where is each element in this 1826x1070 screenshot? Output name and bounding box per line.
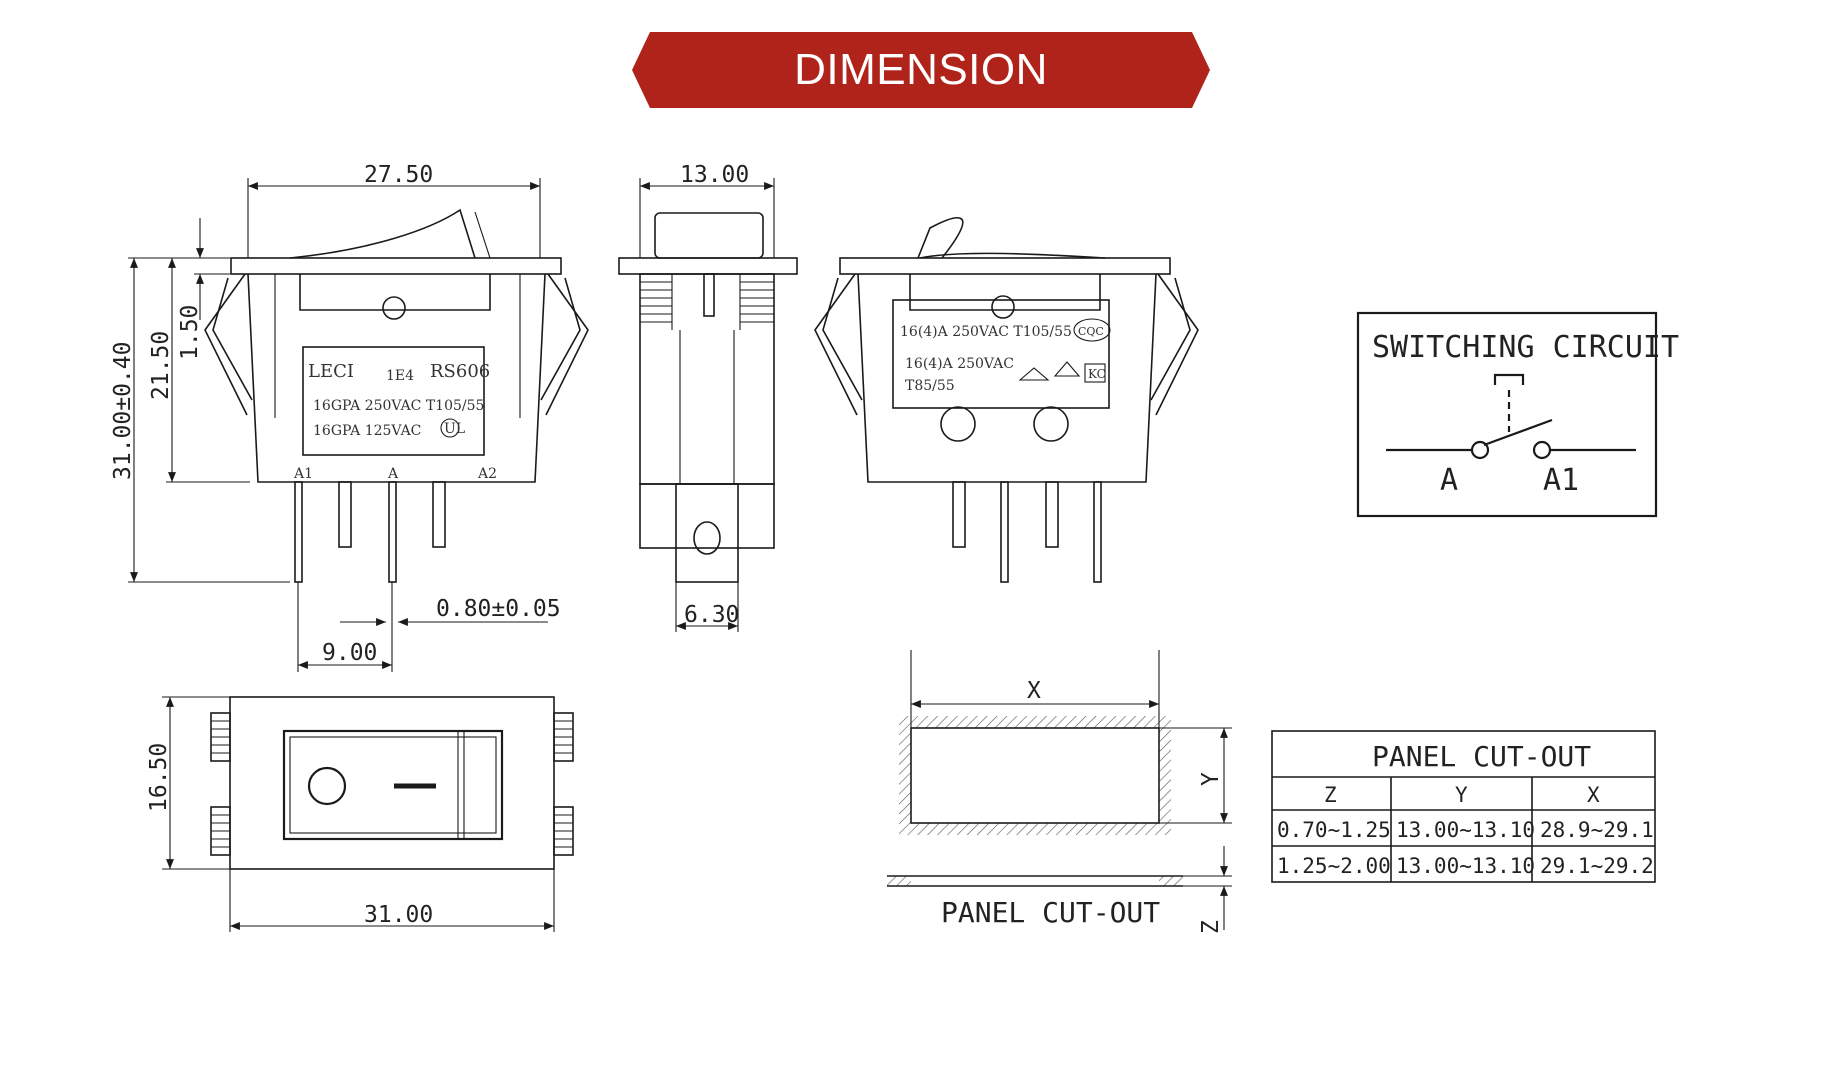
dim-pin-thickness: 0.80±0.05 — [436, 596, 561, 622]
cutout-x-label: X — [1027, 678, 1041, 704]
svg-text:UL: UL — [444, 421, 465, 437]
back-rating2: 16(4)A 250VAC — [905, 356, 1014, 372]
banner-title: DIMENSION — [794, 45, 1048, 94]
dim-front-width: 27.50 — [364, 162, 433, 188]
pin-label-a1: A1 — [293, 466, 313, 482]
circuit-terminal-a: A — [1440, 463, 1458, 498]
cutout-caption: PANEL CUT-OUT — [941, 896, 1160, 929]
dim-front-height: 31.00±0.40 — [110, 342, 136, 480]
table-cell: 1.25~2.00 — [1277, 854, 1391, 878]
circuit-title: SWITCHING CIRCUIT — [1372, 330, 1679, 365]
dim-side-pin-width: 6.30 — [684, 602, 739, 628]
front-label-code: 1E4 — [386, 368, 414, 384]
off-symbol-icon — [307, 766, 347, 806]
svg-text:CQC: CQC — [1078, 325, 1104, 338]
front-label-rating1: 16GPA 250VAC T105/55 — [313, 398, 484, 414]
cutout-table: PANEL CUT-OUT Z Y X 0.70~1.25 13.00~13.1… — [1271, 730, 1656, 883]
pin-label-a: A — [387, 466, 399, 482]
back-rating3: T85/55 — [905, 378, 955, 394]
table-cell: 28.9~29.1 — [1540, 818, 1654, 842]
table-header-x: X — [1587, 783, 1600, 807]
cutout-z-label: Z — [1198, 920, 1224, 934]
side-view: 13.00 6.30 — [618, 162, 798, 632]
switching-circuit: SWITCHING CIRCUIT A A1 — [1356, 311, 1679, 518]
cert-marks-icon: KC — [1018, 361, 1106, 383]
front-label-rating2: 16GPA 125VAC — [313, 423, 421, 439]
circuit-terminal-a1: A1 — [1543, 463, 1579, 498]
dim-bottom-width: 31.00 — [364, 902, 433, 928]
dim-bottom-height: 16.50 — [146, 743, 172, 812]
cqc-mark-icon: CQC — [1073, 318, 1111, 342]
front-view: LECI 1E4 RS606 16GPA 250VAC T105/55 16GP… — [110, 162, 589, 672]
back-rating1: 16(4)A 250VAC T105/55 — [900, 324, 1072, 340]
cutout-y-label: Y — [1198, 772, 1224, 786]
table-cell: 13.00~13.10 — [1396, 854, 1535, 878]
table-header-z: Z — [1324, 783, 1337, 807]
pin-label-a2: A2 — [477, 466, 497, 482]
banner-shape — [632, 32, 1210, 108]
table-header-y: Y — [1455, 783, 1468, 807]
cutout-drawing: X Y Z PANEL CUT-OUT — [887, 650, 1232, 934]
table-title: PANEL CUT-OUT — [1372, 740, 1591, 773]
front-label-brand: LECI — [308, 361, 354, 382]
back-view: 16(4)A 250VAC T105/55 CQC 16(4)A 250VAC … — [814, 217, 1199, 583]
ul-mark-icon: UL — [440, 418, 465, 438]
dim-front-body-height: 21.50 — [148, 331, 174, 400]
svg-text:KC: KC — [1088, 367, 1106, 381]
dim-pin-pitch: 9.00 — [322, 640, 377, 666]
dimension-banner — [632, 32, 1210, 108]
table-cell: 29.1~29.2 — [1540, 854, 1654, 878]
dim-side-width: 13.00 — [680, 162, 749, 188]
table-cell: 13.00~13.10 — [1396, 818, 1535, 842]
front-label-model: RS606 — [430, 361, 490, 382]
table-cell: 0.70~1.25 — [1277, 818, 1391, 842]
dim-front-flange: 1.50 — [177, 305, 203, 360]
bottom-view: 16.50 31.00 — [146, 696, 574, 932]
